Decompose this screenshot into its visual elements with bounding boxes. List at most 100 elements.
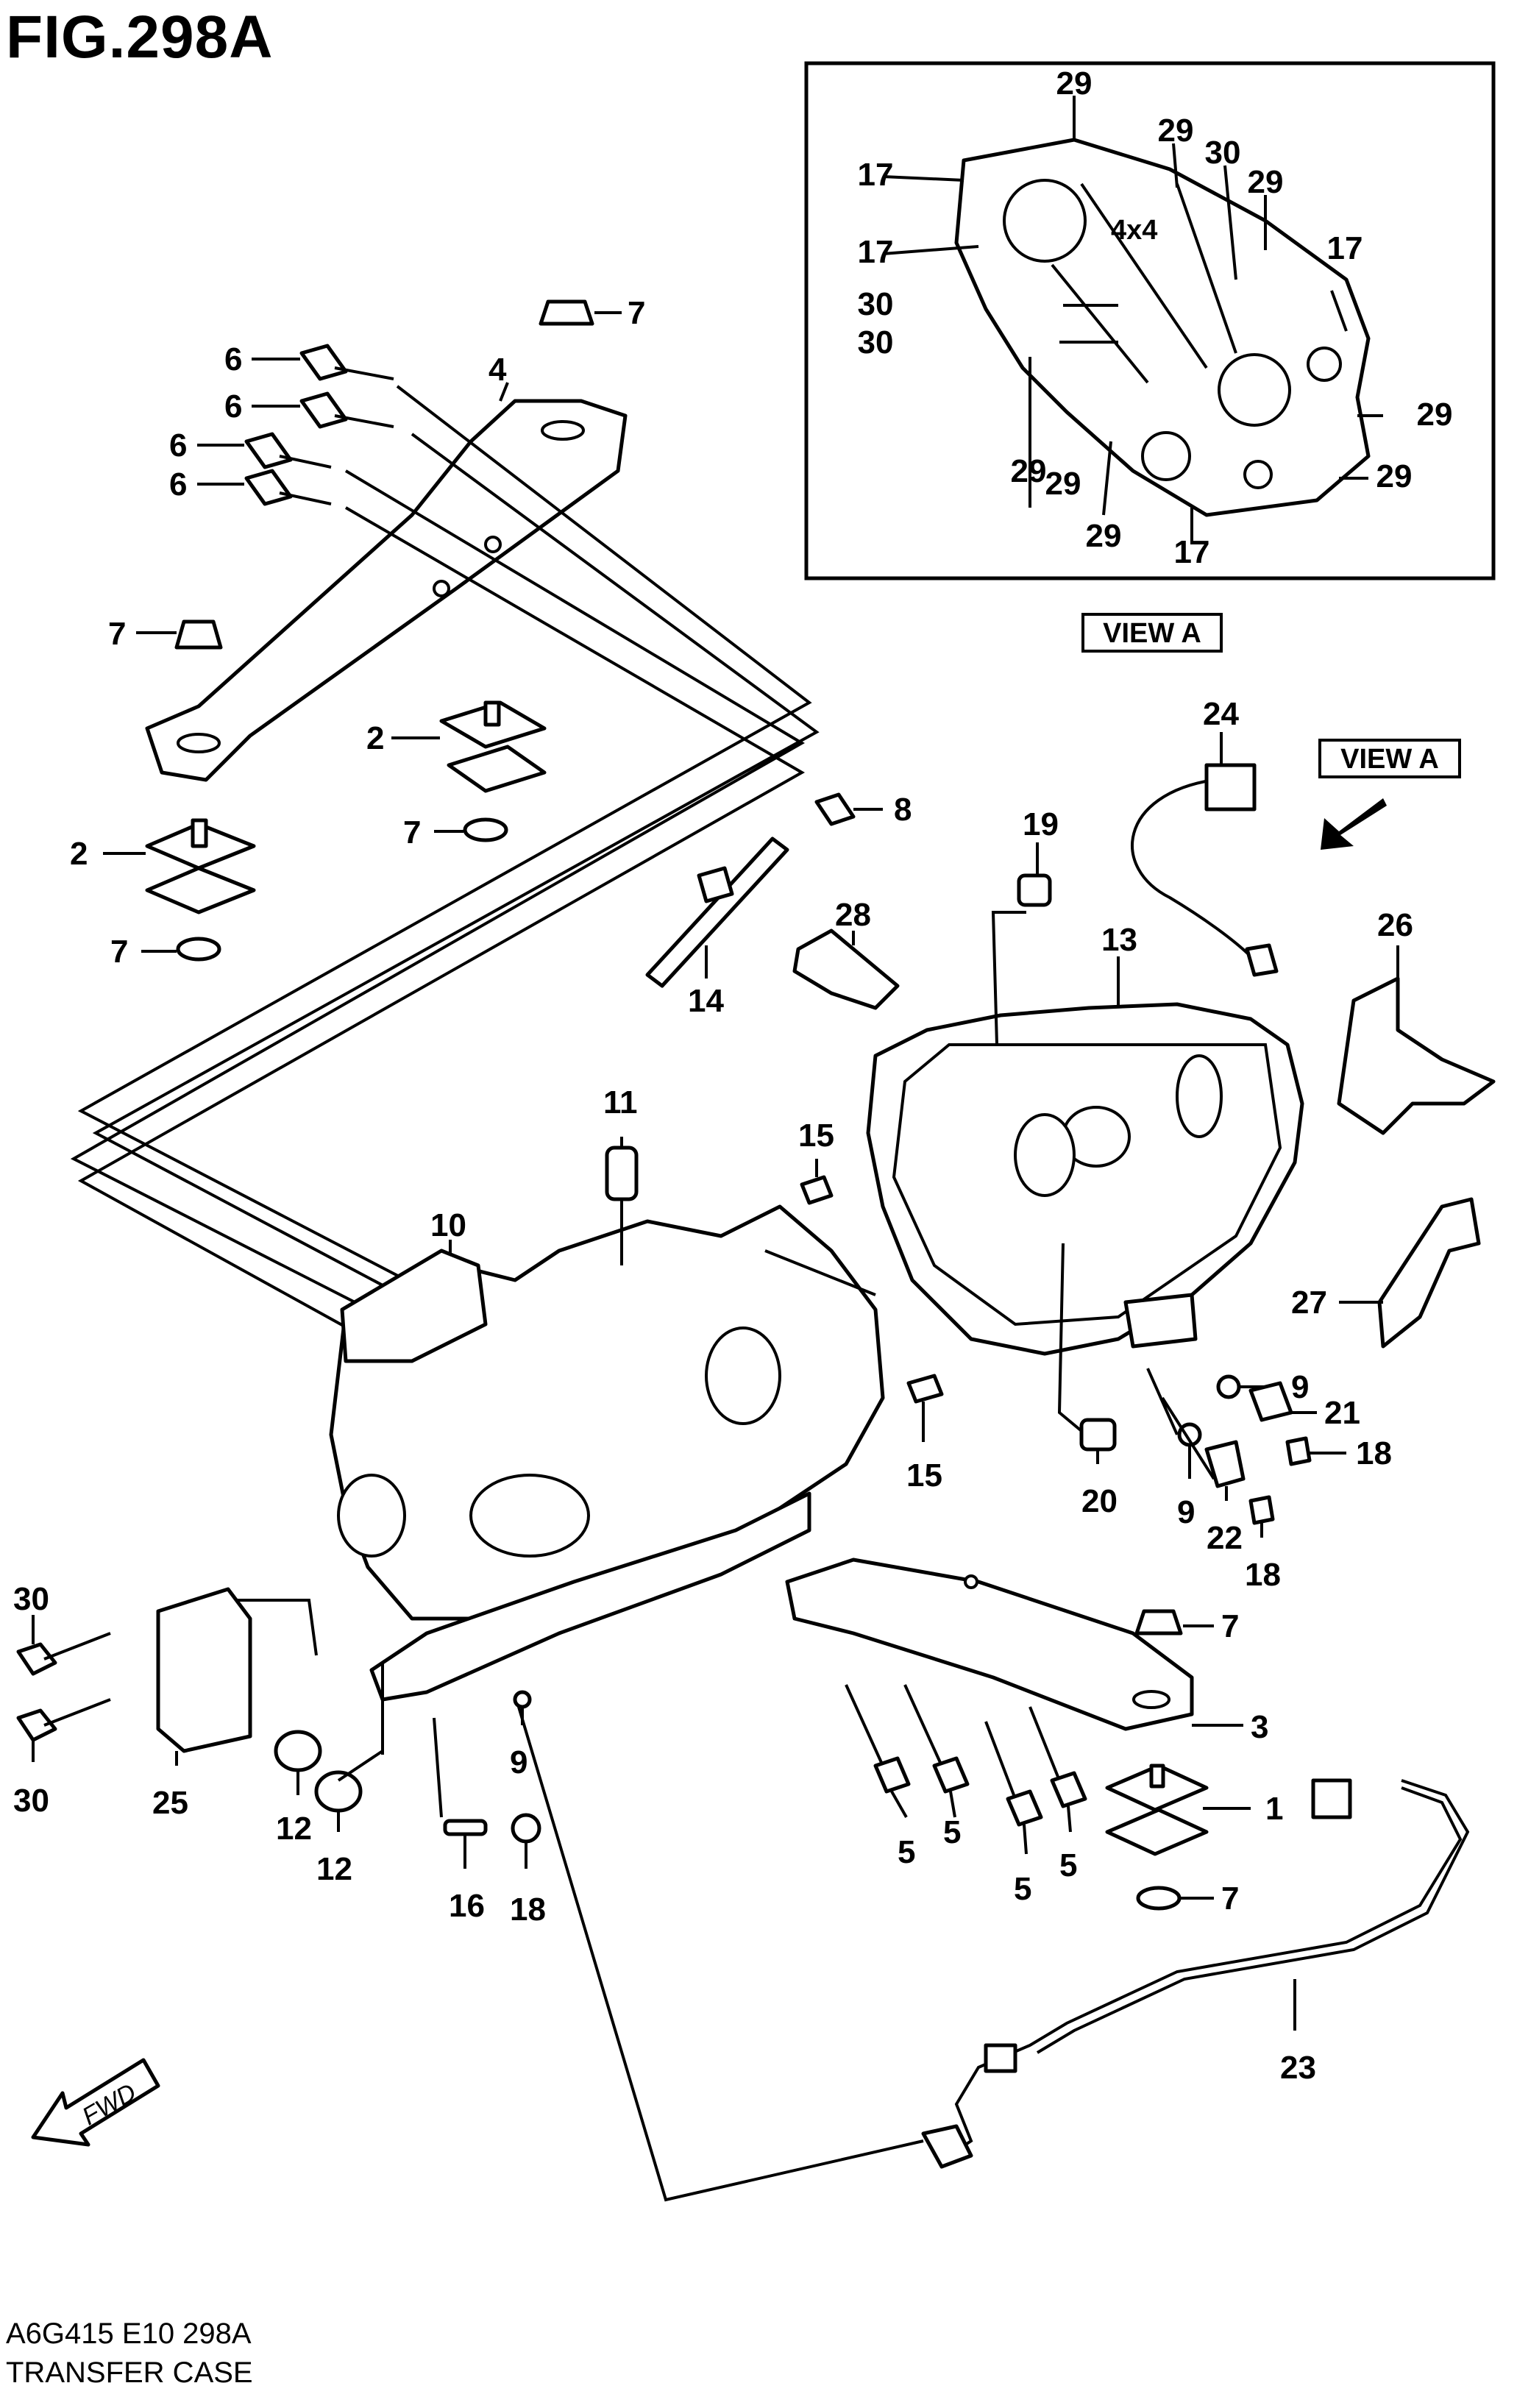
figure-name: TRANSFER CASE (6, 2356, 253, 2389)
callout-2: 2 (366, 720, 384, 756)
view-a-callout-29: 29 (1248, 164, 1284, 200)
ball-9 (1216, 1374, 1241, 1399)
view-a-callout-17: 17 (1174, 534, 1210, 570)
view-a-tag-arrow: VIEW A (1318, 739, 1461, 850)
harness-sensor (921, 2124, 973, 2169)
harness-connector (1311, 1778, 1352, 1819)
mount-cushion-2-upper (439, 700, 547, 793)
transfer-case-lower-arm (369, 1491, 811, 1702)
ball-9 (1177, 1422, 1202, 1447)
mount-hole (177, 733, 221, 753)
assembly-guide-lines (70, 385, 820, 1377)
fwd-arrow: FWD (31, 2058, 160, 2147)
breather-pipe-14 (645, 837, 789, 988)
view-a-callout-29: 29 (1086, 518, 1122, 554)
bracket-26 (1337, 976, 1496, 1135)
callout-19: 19 (1023, 806, 1059, 842)
bolt-5 (1028, 1706, 1087, 1808)
harness-clip (984, 2043, 1017, 2073)
view-a-callout-17: 17 (858, 157, 894, 193)
callout-25: 25 (152, 1785, 188, 1821)
bracket-bolt-hole (484, 536, 502, 553)
figure-code: A6G415 E10 298A (6, 2318, 252, 2350)
callout-5: 5 (1059, 1847, 1077, 1883)
bolt-30 (16, 1632, 111, 1676)
callout-15: 15 (798, 1118, 834, 1154)
view-a-callout-29: 29 (1056, 65, 1093, 102)
case-detent-boss (1123, 1293, 1198, 1349)
nut-7 (176, 937, 221, 962)
callout-1: 1 (1265, 1791, 1283, 1827)
svg-text:VIEW A: VIEW A (1103, 618, 1201, 649)
mount-hole (541, 420, 585, 441)
callout-21: 21 (1324, 1395, 1360, 1431)
callout-6: 6 (169, 427, 187, 464)
view-a-callout-30: 30 (858, 324, 894, 361)
callout-12: 12 (276, 1811, 312, 1847)
rear-mount-bracket-4 (145, 399, 628, 782)
nut-7 (463, 817, 508, 842)
mount-hole (1132, 1690, 1170, 1709)
callout-30: 30 (13, 1581, 49, 1617)
case-oil-pump (469, 1474, 590, 1558)
callout-13: 13 (1101, 922, 1137, 958)
callout-7: 7 (110, 934, 128, 970)
view-a-callout-17: 17 (858, 234, 894, 270)
plug-18 (511, 1813, 541, 1844)
callout-20: 20 (1081, 1483, 1118, 1519)
callout-16: 16 (449, 1888, 485, 1924)
dowel-pin-15 (800, 1175, 834, 1205)
callout-14: 14 (688, 983, 724, 1019)
callout-3: 3 (1251, 1709, 1268, 1745)
callout-22: 22 (1207, 1520, 1243, 1556)
view-a-drain (1243, 460, 1273, 489)
callout-6: 6 (224, 341, 242, 377)
bracket-28 (792, 928, 900, 1010)
view-a-ribs (1051, 182, 1237, 384)
dowel-pin-15 (906, 1374, 944, 1404)
callout-7: 7 (403, 814, 421, 850)
pin-16 (443, 1819, 488, 1836)
callout-18: 18 (510, 1892, 546, 1928)
view-a-callout-29: 29 (1376, 458, 1413, 494)
nut-7 (539, 299, 594, 326)
nut-7 (174, 619, 223, 650)
seal-12 (314, 1770, 363, 1813)
transfer-case-front-housing (340, 1249, 488, 1363)
view-a-callout-29: 29 (1158, 113, 1194, 149)
seal-12 (274, 1730, 322, 1772)
view-a-callout-29: 29 (1045, 466, 1081, 502)
view-direction-arrow-icon (1321, 798, 1387, 850)
view-a-callout-29: 29 (1011, 453, 1047, 489)
callout-9: 9 (1291, 1369, 1309, 1405)
nut-7 (1134, 1609, 1183, 1635)
case-bore (337, 1474, 406, 1558)
fwd-arrow-icon (31, 2058, 160, 2147)
callout-23: 23 (1280, 2050, 1316, 2086)
bracket-bolt-hole (433, 580, 450, 597)
case-flange-inner (892, 1043, 1282, 1326)
plug-18 (1285, 1436, 1312, 1466)
callout-27: 27 (1291, 1285, 1327, 1321)
case-seal-bore (1014, 1113, 1076, 1197)
bolt-5 (903, 1684, 970, 1794)
view-a-bore-right (1218, 353, 1291, 427)
plug-19 (1017, 873, 1052, 907)
callout-5: 5 (1014, 1871, 1031, 1907)
assembly-guide-lines-lower (235, 911, 1215, 2202)
view-a-callout-29: 29 (1417, 397, 1453, 433)
view-a-callout-30: 30 (858, 286, 894, 322)
bolt-5 (845, 1684, 911, 1794)
view-a-callout-17: 17 (1327, 230, 1363, 266)
callout-4: 4 (489, 352, 507, 388)
callout-24: 24 (1203, 696, 1239, 732)
callout-8: 8 (894, 792, 912, 828)
bracket-27 (1377, 1197, 1481, 1349)
cover-25 (156, 1587, 252, 1753)
callout-6: 6 (169, 466, 187, 502)
bolt-5 (984, 1721, 1043, 1827)
view-a-bore-left (1003, 179, 1087, 263)
svg-text:VIEW A: VIEW A (1340, 744, 1439, 775)
callout-15: 15 (906, 1457, 942, 1494)
plug-18 (1248, 1495, 1275, 1525)
